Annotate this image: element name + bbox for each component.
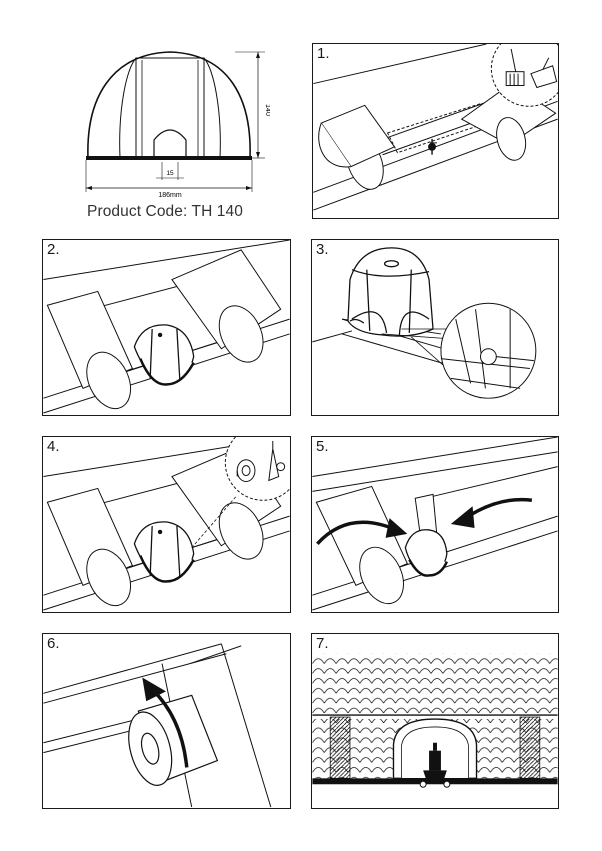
vent-tile-unit xyxy=(133,324,195,386)
step-1-illustration xyxy=(313,44,558,211)
product-code: Product Code: TH 140 xyxy=(87,203,243,220)
width-dimension-label: 186mm xyxy=(158,192,182,199)
step-6-illustration xyxy=(43,643,272,808)
step-7-illustration xyxy=(312,653,558,788)
step-number: 4. xyxy=(47,438,62,456)
step-number: 6. xyxy=(47,635,62,653)
step-7-panel: 7. xyxy=(311,633,559,809)
tape-roll-icon xyxy=(236,459,256,482)
step-number: 2. xyxy=(47,241,62,259)
brush-icon xyxy=(505,48,525,87)
vent-tile-cross-section xyxy=(392,718,478,783)
step-3-illustration xyxy=(312,247,537,399)
step-6-panel: 6. xyxy=(42,633,291,809)
zoom-inset xyxy=(440,302,537,399)
height-dimension-label: 140 xyxy=(264,104,270,116)
step-5-panel: 5. xyxy=(311,436,559,613)
step-3-panel: 3. xyxy=(311,239,559,416)
step-number: 3. xyxy=(316,241,331,259)
product-front-view: 140 15 186mm xyxy=(85,51,271,199)
arrow-left-icon xyxy=(450,506,475,528)
slot-dimension-label: 15 xyxy=(166,170,174,177)
step-1-panel: 1. xyxy=(312,43,559,219)
zoom-inset xyxy=(490,44,558,107)
arrow-up-icon xyxy=(142,677,167,702)
product-drawing: 140 15 186mm xyxy=(70,40,271,200)
step-number: 5. xyxy=(316,438,331,456)
step-number: 7. xyxy=(316,635,331,653)
vent-tile-unit xyxy=(347,247,434,337)
arrow-right-icon xyxy=(385,518,408,538)
step-number: 1. xyxy=(317,45,332,63)
vent-tile-unit xyxy=(404,529,449,577)
step-2-illustration xyxy=(43,240,290,414)
adhesive-tube-icon xyxy=(268,440,286,482)
step-4-illustration xyxy=(43,437,290,611)
dustpan-icon xyxy=(530,57,558,89)
step-2-panel: 2. xyxy=(42,239,291,416)
zoom-inset xyxy=(224,437,290,501)
step-5-illustration xyxy=(312,437,558,611)
tape-roll xyxy=(128,694,219,786)
step-4-panel: 4. xyxy=(42,436,291,613)
vent-tile-unit xyxy=(133,521,195,583)
